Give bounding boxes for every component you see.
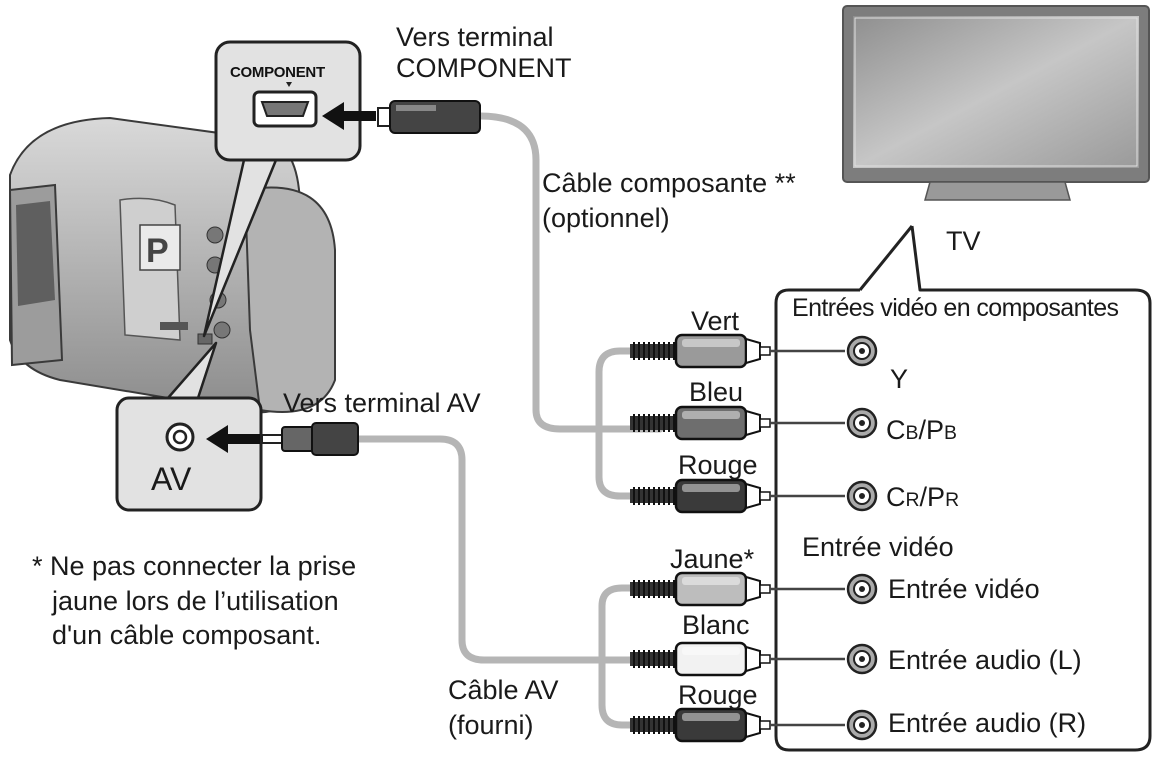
tv-icon — [842, 5, 1150, 201]
av-cable-line-2: (fourni) — [448, 709, 534, 740]
camcorder-icon: P — [8, 116, 336, 414]
component-port-label: COMPONENT — [230, 64, 325, 81]
rca-plug-blanc — [630, 641, 845, 677]
component-cable-line-2: (optionnel) — [542, 202, 670, 233]
av-cable-label: Câble AV (fourni) — [448, 673, 559, 742]
rca-plug-vert — [630, 333, 845, 369]
tv-jack-bleu — [846, 407, 878, 439]
plug-label-bleu: Bleu — [689, 377, 744, 407]
rca-plug-bleu — [630, 405, 845, 441]
cr-sub: R — [905, 489, 920, 511]
component-inputs-heading: Entrées vidéo en composantes — [792, 294, 1119, 322]
video-input-heading: Entrée vidéo — [802, 532, 954, 562]
tv-input-panel-pointer — [858, 225, 914, 291]
cr-main: C — [886, 482, 906, 512]
arrow-left-icon — [206, 425, 260, 453]
component-terminal-line-2: COMPONENT — [396, 53, 572, 84]
av-terminal-label: Vers terminal AV — [283, 388, 481, 418]
av-cable-plug — [261, 422, 359, 456]
rca-plug-jaune — [630, 571, 845, 607]
cr-sub2: R — [945, 489, 960, 511]
footnote-line-3: d'un câble composant. — [52, 620, 322, 651]
input-label-cb-pb: CB/PB — [886, 415, 957, 446]
arrow-left-icon — [322, 102, 376, 130]
tv-input-jacks — [846, 335, 878, 741]
component-terminal-label: Vers terminal COMPONENT — [396, 22, 572, 84]
component-cable-label: Câble composante ** (optionnel) — [542, 166, 796, 235]
rca-plug-rouge-av — [630, 707, 845, 743]
footnote-line-2: jaune lors de l’utilisation — [52, 585, 339, 616]
footnote: * Ne pas connecter la prise jaune lors d… — [32, 549, 356, 653]
svg-text:P: P — [146, 232, 169, 270]
cb-main: C — [886, 415, 906, 445]
rca-plugs — [630, 333, 845, 743]
plug-label-rouge-av: Rouge — [678, 680, 758, 710]
cb-sep: /P — [918, 415, 944, 445]
plug-label-rouge-component: Rouge — [678, 450, 758, 480]
tv-jack-jaune — [846, 573, 878, 605]
av-cable — [352, 435, 646, 729]
plug-label-blanc: Blanc — [682, 610, 750, 640]
input-label-video: Entrée vidéo — [888, 574, 1040, 604]
tv-jack-vert — [846, 335, 878, 367]
av-port-label: AV — [151, 461, 192, 497]
input-label-y: Y — [890, 364, 909, 394]
plug-label-vert: Vert — [691, 306, 740, 336]
av-cable-line-1: Câble AV — [448, 675, 559, 705]
cr-sep: /P — [919, 482, 946, 512]
component-cable-plug — [377, 100, 481, 134]
av-port-panel — [115, 396, 263, 512]
input-label-audio-r: Entrée audio (R) — [888, 708, 1087, 738]
component-port-panel — [214, 40, 362, 162]
tv-jack-rouge-av — [846, 709, 878, 741]
component-terminal-line-1: Vers terminal — [396, 22, 554, 52]
tv-jack-rouge-component — [846, 480, 878, 512]
component-cable-line-1: Câble composante ** — [542, 168, 796, 198]
cb-sub2: B — [943, 422, 957, 444]
footnote-line-1: * Ne pas connecter la prise — [32, 551, 357, 581]
plug-label-jaune: Jaune* — [670, 544, 755, 574]
cb-sub: B — [905, 422, 919, 444]
input-label-audio-l: Entrée audio (L) — [888, 645, 1082, 675]
tv-jack-blanc — [846, 643, 878, 675]
rca-plug-rouge-component — [630, 478, 845, 514]
tv-label: TV — [946, 226, 981, 256]
input-label-cr-pr: CR/PR — [886, 482, 959, 513]
component-cable — [476, 112, 664, 500]
